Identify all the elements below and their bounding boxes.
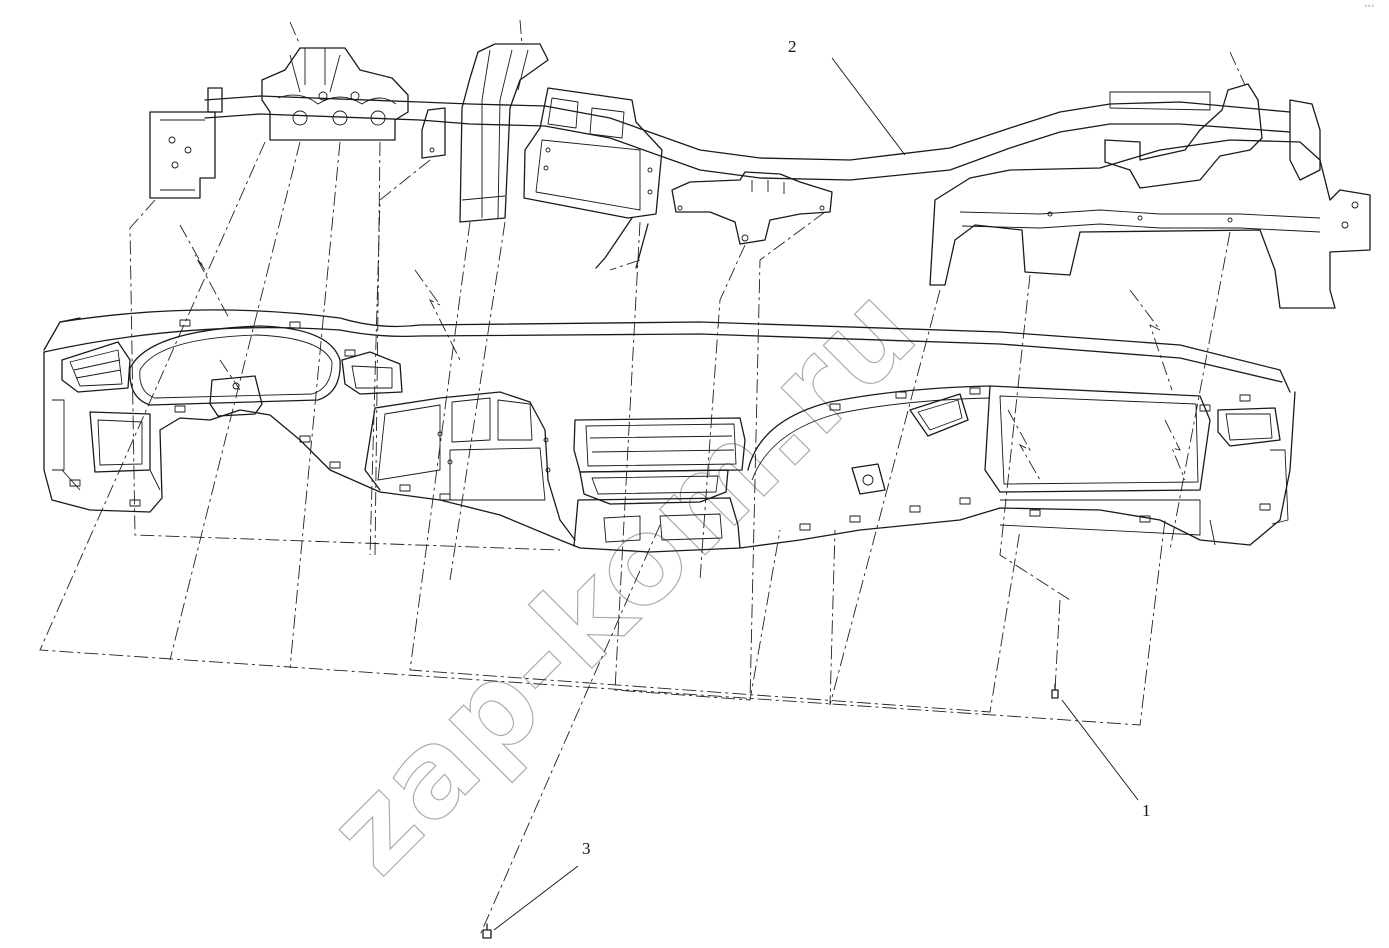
callout-part1: 1: [1061, 699, 1151, 820]
corner-mark: °°°: [1364, 4, 1375, 12]
callout-label-3: 3: [582, 839, 591, 858]
fastener-part1: [1051, 683, 1059, 699]
watermark: zap-kom.ru: [302, 259, 943, 900]
callout-part3: 3: [493, 839, 591, 931]
fastener-part3: [482, 923, 492, 939]
panel-clips: [69, 319, 1271, 531]
cross-car-beam: [149, 43, 1371, 309]
instrument-panel: [43, 309, 1296, 553]
callout-label-2: 2: [788, 37, 797, 56]
callout-label-1: 1: [1142, 801, 1151, 820]
assembly-lines: [39, 19, 1246, 936]
callout-part2: 2: [788, 37, 906, 156]
